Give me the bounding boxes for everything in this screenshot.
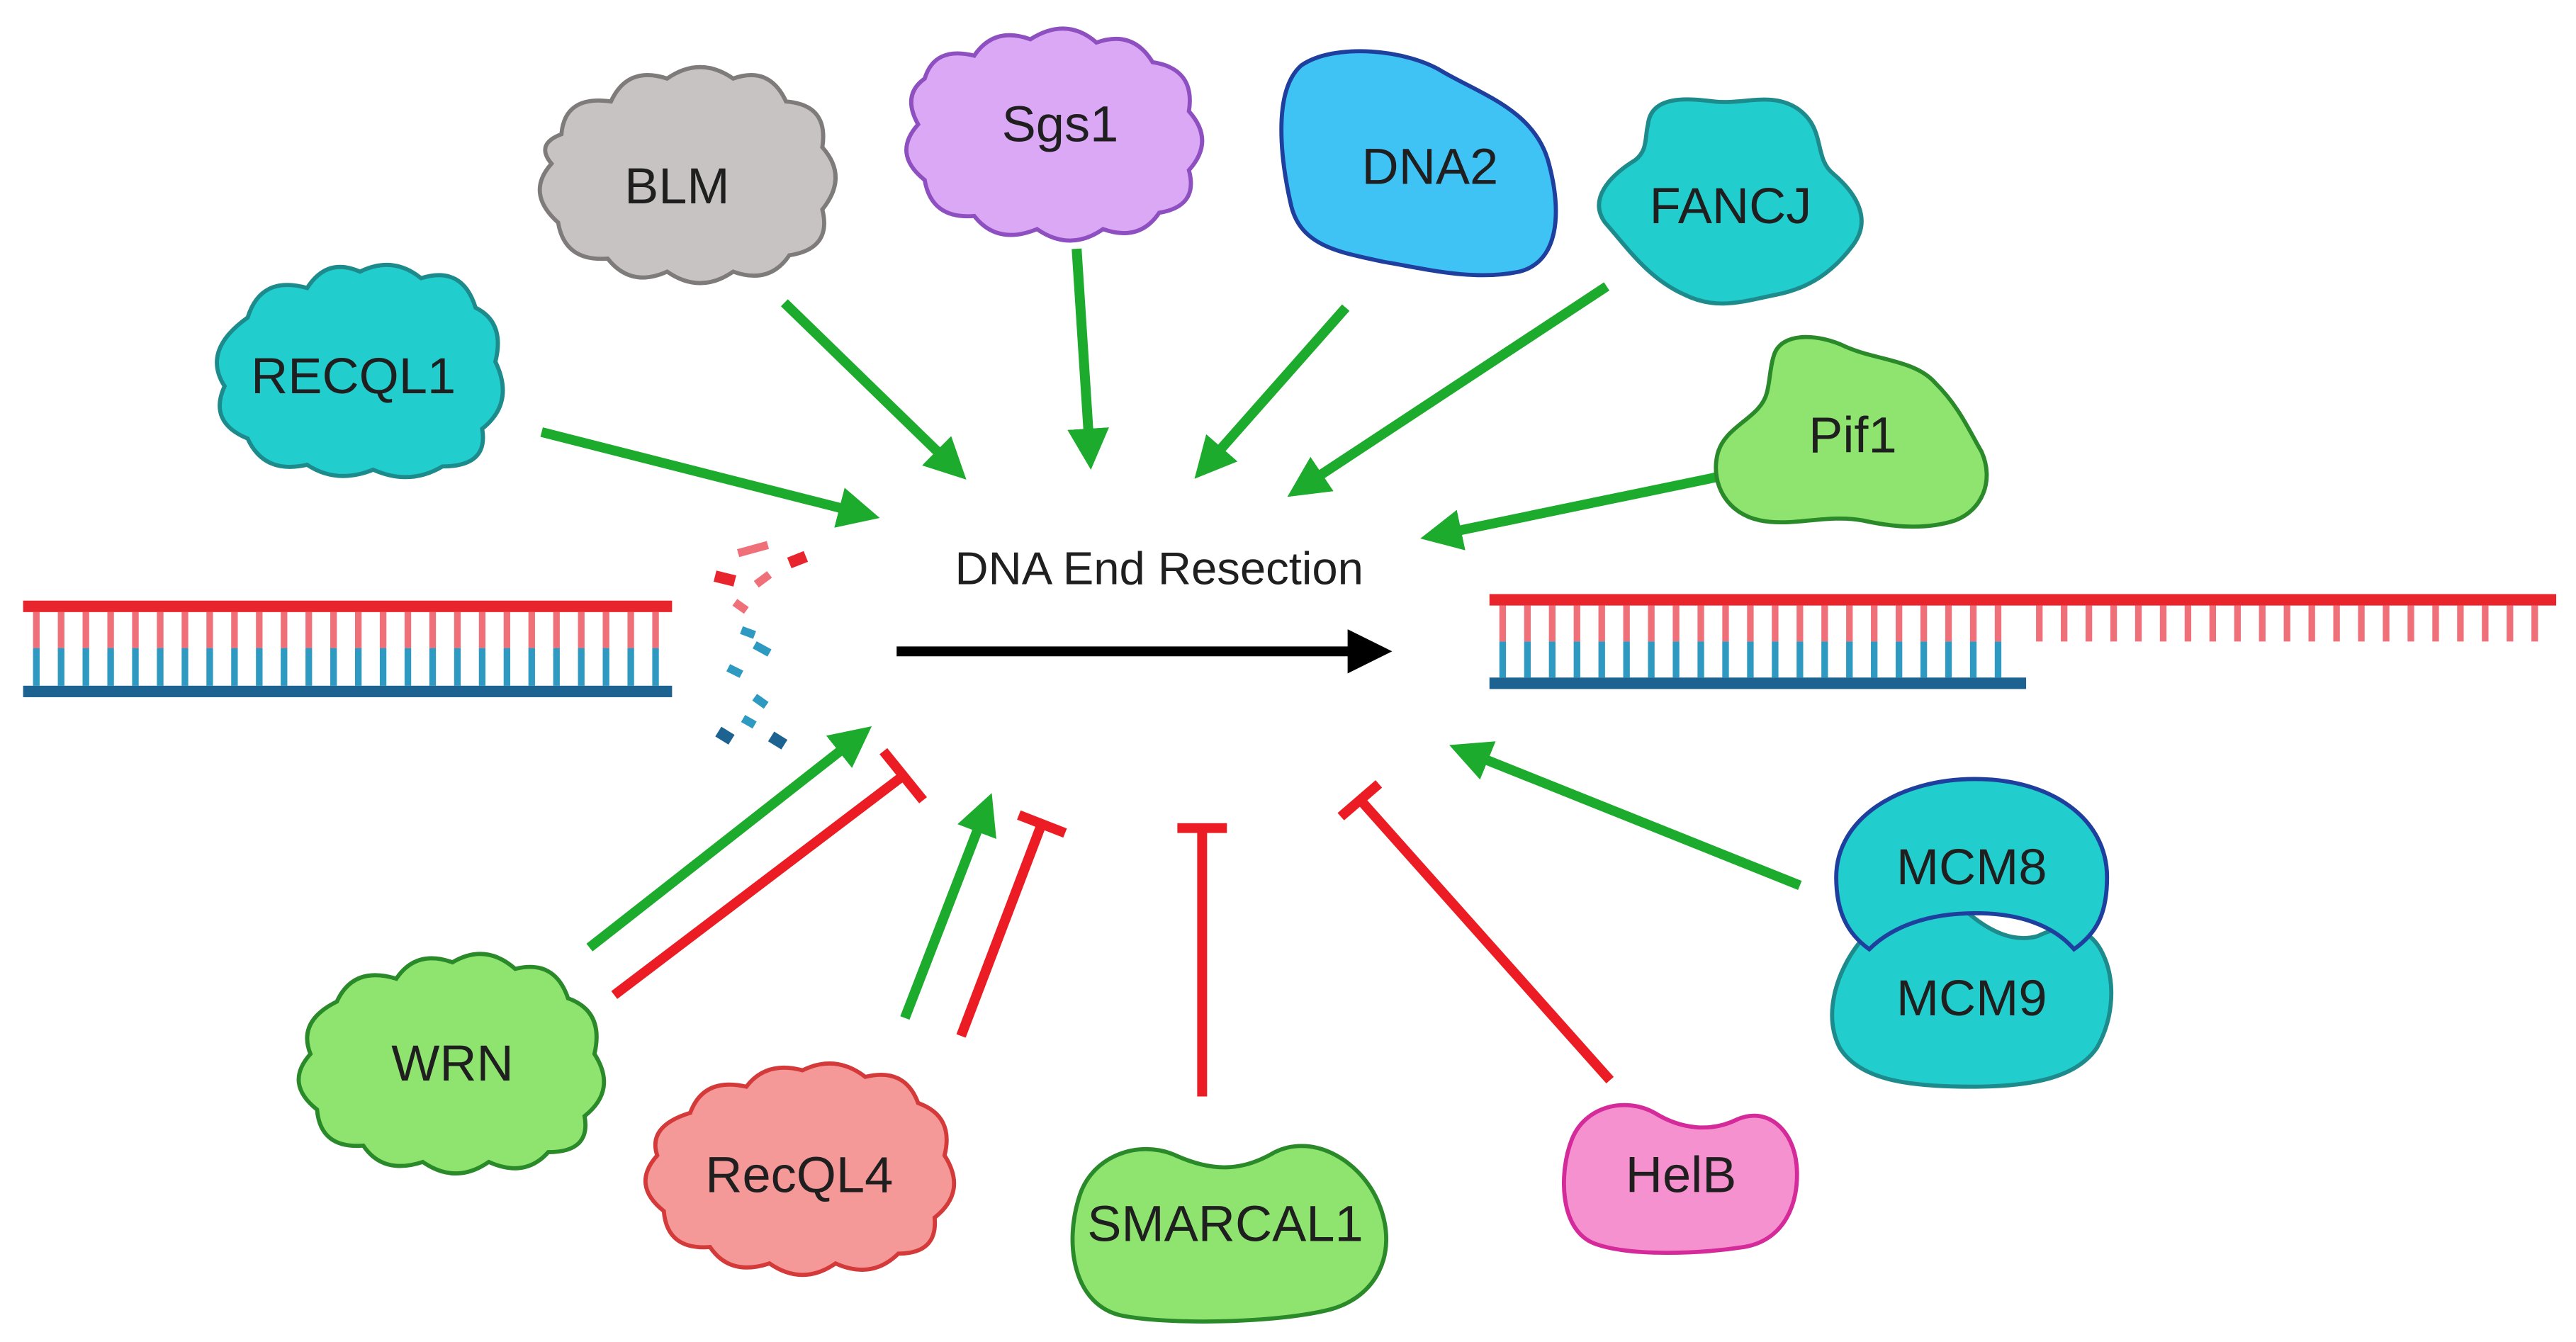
- right-dna-bottom-rungs: [1499, 641, 2002, 678]
- dna2-label: DNA2: [1362, 139, 1499, 196]
- dna-break-fragments: [713, 541, 809, 750]
- recql1-promote-arrow: [540, 427, 880, 528]
- mcm9-label: MCM9: [1896, 970, 2047, 1027]
- blm-promote-arrow: [780, 299, 967, 480]
- wrn-inhibit-line: [611, 748, 928, 999]
- protein-helb: HelB: [1562, 1103, 1799, 1255]
- helb-bean-shape: [1562, 1103, 1799, 1255]
- smarcal1-label: SMARCAL1: [1087, 1196, 1363, 1253]
- protein-recql4: RecQL4: [643, 1061, 957, 1278]
- mcm8-dome-shape: [1834, 777, 2110, 952]
- mcm8-label: MCM8: [1896, 839, 2047, 896]
- wrn-promote-arrow: [586, 726, 872, 952]
- protein-fancj: FANCJ: [1597, 97, 1864, 306]
- recql1-label: RECQL1: [251, 348, 456, 405]
- inhibiting-lines: [611, 748, 1614, 1097]
- fancj-promote-arrow: [1287, 282, 1610, 497]
- fancj-blob-shape: [1597, 97, 1864, 306]
- left-dna-top-strand: [23, 600, 673, 612]
- fancj-label: FANCJ: [1650, 178, 1812, 235]
- sgs1-promote-arrow: [1067, 248, 1109, 470]
- protein-sgs1: Sgs1: [904, 26, 1205, 243]
- mcm9-bean-shape: [1830, 910, 2114, 1089]
- smarcal1-inhibit-line: [1177, 823, 1227, 1097]
- recql4-promote-arrow: [900, 793, 996, 1020]
- mcm-promote-arrow: [1449, 741, 1802, 891]
- protein-wrn: WRN: [296, 952, 607, 1175]
- sgs1-label: Sgs1: [1002, 96, 1119, 153]
- right-dna-overhang-rungs: [2036, 605, 2538, 642]
- recql4-inhibit-line: [956, 810, 1067, 1038]
- left-dna-bottom-rungs: [33, 648, 659, 686]
- protein-recql1: RECQL1: [215, 262, 505, 480]
- protein-blm: BLM: [537, 64, 838, 286]
- blm-cloud-shape: [537, 64, 838, 286]
- pif1-blob-shape: [1714, 334, 1989, 529]
- right-dna-bottom-strand: [1489, 677, 2027, 689]
- protein-dna2: DNA2: [1279, 49, 1558, 278]
- pif1-label: Pif1: [1809, 407, 1896, 464]
- right-dna-top-rungs: [1499, 605, 2002, 642]
- dna2-blob-shape: [1279, 49, 1558, 278]
- smarcal1-bean-shape: [1070, 1144, 1388, 1324]
- left-dna-bottom-strand: [23, 685, 673, 697]
- wrn-cloud-shape: [296, 952, 607, 1175]
- protein-pif1: Pif1: [1714, 334, 1989, 529]
- dna2-promote-arrow: [1194, 304, 1350, 479]
- promoting-arrows: [540, 248, 1802, 1020]
- helb-label: HelB: [1626, 1147, 1737, 1204]
- center-label: DNA End Resection: [955, 543, 1363, 594]
- wrn-label: WRN: [391, 1036, 513, 1093]
- recql4-label: RecQL4: [705, 1147, 893, 1204]
- protein-smarcal1: SMARCAL1: [1070, 1144, 1388, 1324]
- protein-mcm8-mcm9-complex: MCM8 MCM9: [1830, 777, 2114, 1089]
- right-dna-top-strand: [1489, 594, 2557, 606]
- left-dna-duplex: [23, 600, 673, 697]
- blm-label: BLM: [624, 158, 730, 215]
- recql4-cloud-shape: [643, 1061, 957, 1278]
- pif1-promote-arrow: [1420, 470, 1731, 551]
- recql1-cloud-shape: [215, 262, 505, 480]
- right-dna-resected: [1489, 594, 2557, 689]
- helb-inhibit-line: [1337, 780, 1614, 1084]
- sgs1-cloud-shape: [904, 26, 1205, 243]
- left-dna-top-rungs: [33, 611, 659, 648]
